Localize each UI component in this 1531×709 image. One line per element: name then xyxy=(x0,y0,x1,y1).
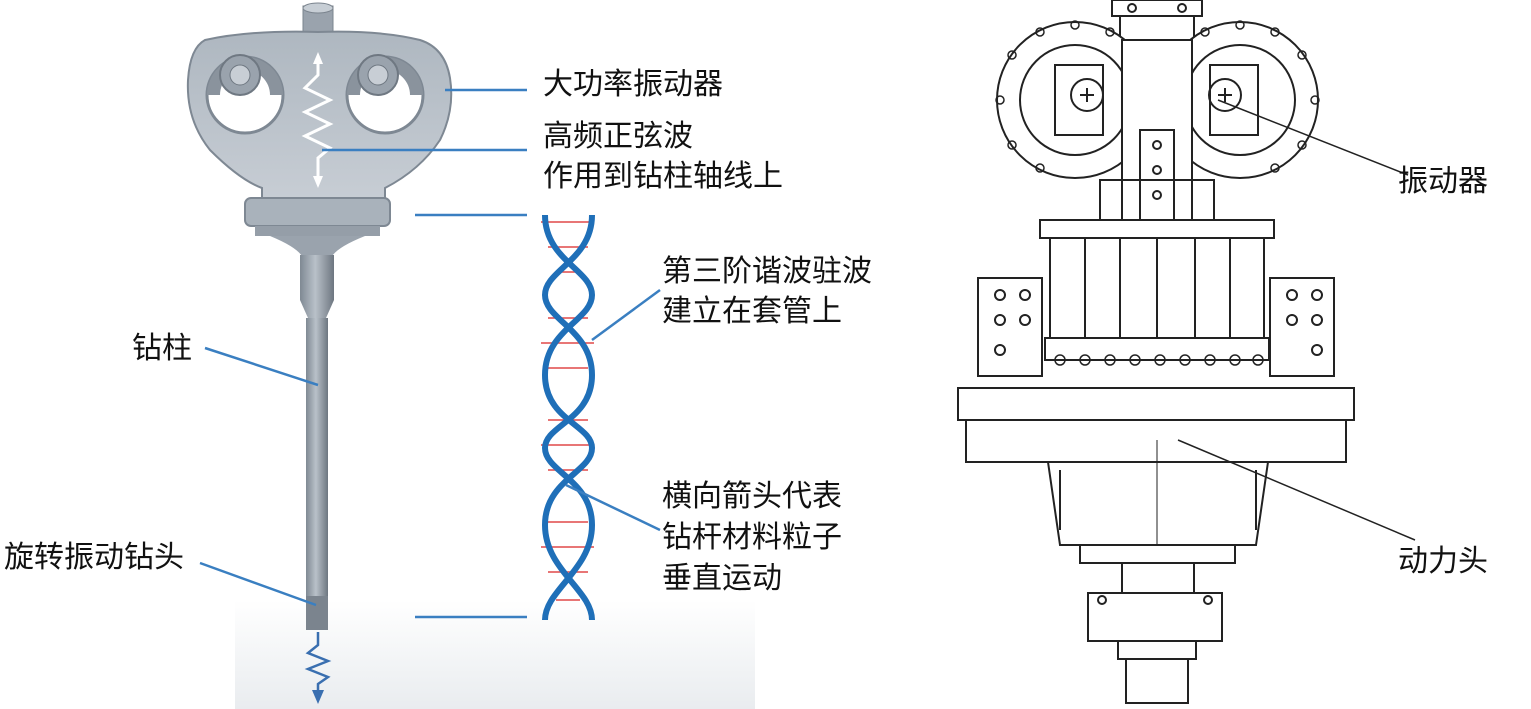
label-vibrator: 大功率振动器 xyxy=(543,67,723,102)
label-power-head: 动力头 xyxy=(1398,544,1488,579)
leader-drill-string xyxy=(204,346,319,387)
label-right-vibrator: 振动器 xyxy=(1398,164,1488,199)
leader-standing-wave xyxy=(591,288,661,342)
vibrator-housing xyxy=(186,30,453,262)
drill-string-rod xyxy=(300,255,334,630)
label-drill-string: 钻柱 xyxy=(132,331,192,366)
leader-right-vibrator xyxy=(1217,99,1409,176)
flange xyxy=(244,197,391,227)
leader-drill-bit xyxy=(199,561,317,607)
label-arrows-line1: 横向箭头代表 xyxy=(662,479,842,514)
power-head-plate xyxy=(957,387,1355,421)
label-standing-wave-line2: 建立在套管上 xyxy=(662,294,842,329)
label-sine-wave-line1: 高频正弦波 xyxy=(543,119,693,154)
label-drill-bit: 旋转振动钻头 xyxy=(4,540,184,575)
leader-arrows xyxy=(565,483,661,532)
standing-wave-helix xyxy=(541,214,596,621)
label-arrows-line3: 垂直运动 xyxy=(662,561,782,596)
bottom-wave xyxy=(304,632,332,695)
left-schematic xyxy=(186,2,755,709)
label-standing-wave-line1: 第三阶谐波驻波 xyxy=(662,254,872,289)
sine-wave-on-body xyxy=(301,60,334,180)
leader-power-head xyxy=(1177,439,1416,541)
right-schematic xyxy=(957,0,1416,704)
label-sine-wave-line2: 作用到钻柱轴线上 xyxy=(543,159,783,194)
label-arrows-line2: 钻杆材料粒子 xyxy=(662,520,842,555)
